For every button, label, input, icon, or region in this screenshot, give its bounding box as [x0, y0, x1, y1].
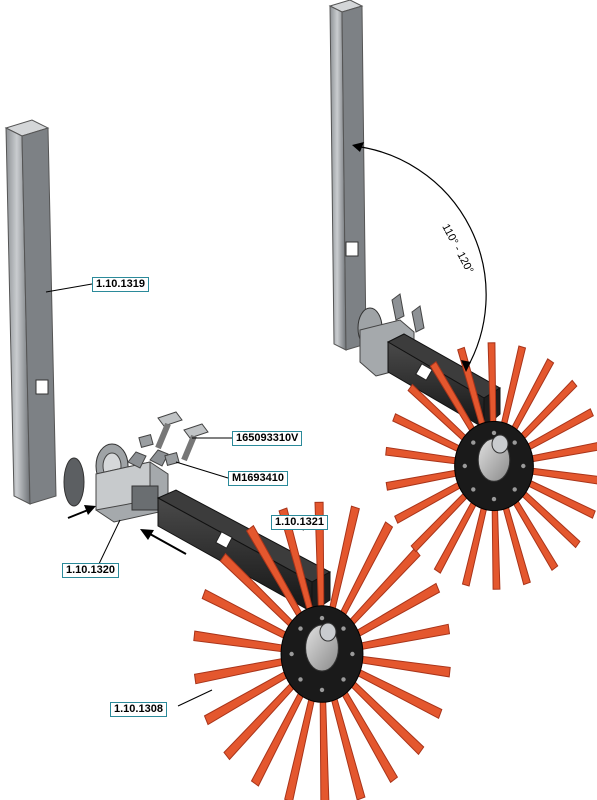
angle-indicator: [352, 142, 487, 372]
wheel-tine: [319, 699, 330, 800]
wheel-bolt-hole: [298, 677, 303, 682]
wheel-bolt-hole: [521, 463, 526, 469]
wheel-tine: [356, 668, 443, 720]
wheel-bolt-hole: [471, 440, 476, 445]
wheel-bolt-hole: [471, 487, 476, 492]
star-wheel-right: [385, 342, 597, 590]
wheel-bolt-hole: [462, 463, 467, 469]
wheel-tine: [491, 507, 501, 590]
wheel-bolt-hole: [512, 440, 517, 445]
star-wheel-left: [193, 501, 451, 800]
square-post-right: [328, 0, 367, 351]
wheel-bolt-hole: [298, 626, 303, 631]
callout-bracket: 1.10.1320: [62, 563, 119, 578]
callout-arm: 1.10.1321: [271, 515, 328, 530]
callout-post: 1.10.1319: [92, 277, 149, 292]
assembly-arrows-left: [67, 505, 187, 555]
wheel-tine: [410, 491, 469, 553]
wheel-tine: [525, 408, 594, 451]
wheel-tine: [394, 481, 463, 524]
wheel-tine: [330, 696, 366, 800]
wheel-tine: [193, 630, 285, 653]
wheel-tine: [526, 479, 596, 519]
wheel-bolt-hole: [512, 487, 517, 492]
wheel-tine: [385, 446, 458, 465]
wheel-tine: [385, 469, 459, 491]
mounting-bracket-left: [95, 449, 169, 523]
wheel-bolt-hole: [491, 496, 497, 502]
wheel-bolt-hole: [289, 651, 294, 657]
left-assembly: [4, 119, 451, 800]
wheel-bolt-hole: [491, 430, 497, 436]
wheel-bolt-hole: [319, 687, 325, 693]
wheel-tine: [201, 588, 288, 640]
wheel-tine: [359, 655, 451, 678]
wheel-nut: [491, 434, 509, 454]
bolt-set-left: [138, 411, 209, 466]
wheel-tine: [530, 467, 597, 485]
square-post-left: [4, 119, 57, 505]
wheel-bolt-hole: [341, 677, 346, 682]
wheel-tine: [529, 442, 597, 463]
callout-star-wheel: 1.10.1308: [110, 702, 167, 717]
wheel-bolt-hole: [341, 626, 346, 631]
wheel-nut: [319, 622, 337, 642]
wheel-tine: [519, 379, 578, 441]
wheel-bolt-hole: [319, 615, 325, 621]
wheel-tine: [392, 413, 462, 453]
callout-bolt: 165093310V: [232, 431, 303, 446]
right-assembly: [328, 0, 597, 590]
wheel-bolt-hole: [350, 651, 355, 657]
callout-nut: M1693410: [228, 471, 288, 486]
